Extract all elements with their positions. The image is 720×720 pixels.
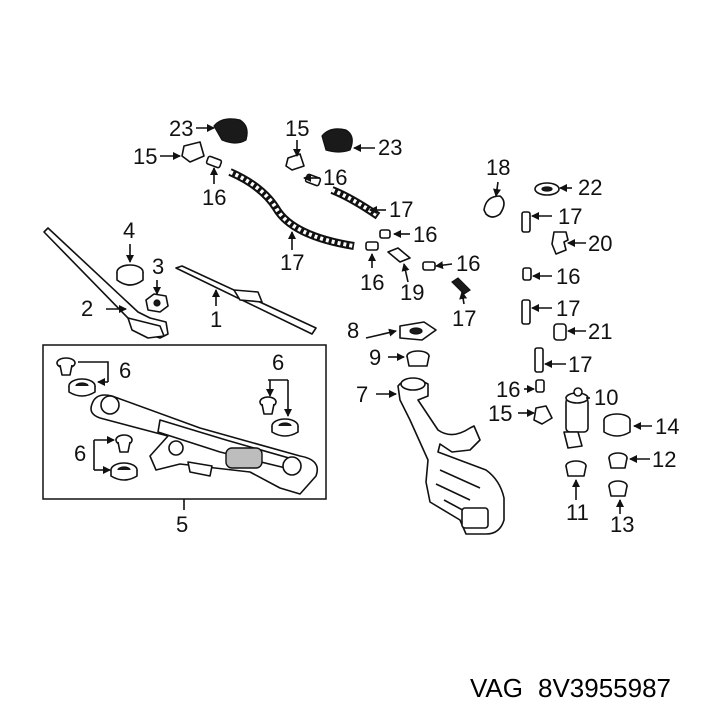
brand-label: VAG bbox=[470, 673, 523, 703]
callout-21: 21 bbox=[588, 319, 612, 344]
connector-20 bbox=[551, 231, 569, 255]
callout-17: 17 bbox=[280, 250, 304, 275]
hose-clip-bracket bbox=[399, 321, 437, 341]
grommet-a bbox=[68, 378, 96, 397]
callout-19: 19 bbox=[400, 280, 424, 305]
hose-clamp bbox=[483, 195, 505, 218]
callout-2: 2 bbox=[81, 296, 93, 321]
part-number: 8V3955987 bbox=[538, 673, 671, 703]
grommet-12 bbox=[608, 452, 628, 469]
callout-3: 3 bbox=[152, 254, 164, 279]
callout-17: 17 bbox=[389, 197, 413, 222]
arm-nut-cap bbox=[116, 264, 144, 286]
callout-15: 15 bbox=[133, 144, 157, 169]
grommet-cap-c bbox=[115, 434, 133, 453]
connector-21 bbox=[553, 323, 567, 341]
callout-15: 15 bbox=[488, 401, 512, 426]
grommet-11 bbox=[565, 460, 587, 477]
part-reference: VAG 8V3955987 bbox=[470, 673, 671, 703]
wiper-linkage bbox=[90, 394, 319, 495]
grommet-cap-a bbox=[56, 357, 76, 376]
callout-16: 16 bbox=[496, 377, 520, 402]
callout-10: 10 bbox=[594, 385, 618, 410]
callout-5: 5 bbox=[176, 512, 188, 537]
callout-17: 17 bbox=[558, 204, 582, 229]
wiper-arm bbox=[43, 227, 169, 339]
callout-16: 16 bbox=[323, 165, 347, 190]
callout-7: 7 bbox=[356, 382, 368, 407]
washer-reservoir bbox=[397, 377, 505, 535]
callout-22: 22 bbox=[578, 175, 602, 200]
grommet-b bbox=[271, 418, 299, 437]
callout-6: 6 bbox=[272, 350, 284, 375]
callout-14: 14 bbox=[655, 414, 679, 439]
washer-pump bbox=[563, 387, 589, 449]
pump-seal-14 bbox=[603, 413, 631, 437]
callout-23: 23 bbox=[169, 116, 193, 141]
callout-12: 12 bbox=[652, 447, 676, 472]
connectors-top bbox=[205, 155, 471, 295]
callout-20: 20 bbox=[588, 231, 612, 256]
hose-main bbox=[228, 168, 355, 250]
arm-nut bbox=[145, 293, 169, 313]
callout-1: 1 bbox=[210, 307, 222, 332]
check-valve bbox=[533, 405, 553, 425]
callout-labels: 23 15 16 15 23 16 17 16 17 16 19 16 17 4… bbox=[74, 116, 679, 537]
callout-8: 8 bbox=[347, 318, 359, 343]
filler-cap bbox=[406, 350, 430, 367]
callout-16: 16 bbox=[360, 270, 384, 295]
washer-nozzle-left bbox=[181, 118, 248, 163]
callout-16: 16 bbox=[202, 185, 226, 210]
grommet-22 bbox=[534, 182, 560, 196]
callout-16: 16 bbox=[556, 264, 580, 289]
callout-18: 18 bbox=[486, 155, 510, 180]
pipe-pieces bbox=[521, 211, 545, 393]
grommet-13 bbox=[608, 480, 628, 497]
callout-16: 16 bbox=[456, 251, 480, 276]
callout-9: 9 bbox=[369, 345, 381, 370]
callout-16: 16 bbox=[413, 222, 437, 247]
callout-11: 11 bbox=[566, 500, 589, 525]
callout-4: 4 bbox=[123, 218, 135, 243]
washer-nozzle-right bbox=[285, 128, 353, 171]
callout-17: 17 bbox=[568, 352, 592, 377]
callout-6: 6 bbox=[119, 358, 131, 383]
callout-6: 6 bbox=[74, 441, 86, 466]
callout-23: 23 bbox=[378, 135, 402, 160]
callout-13: 13 bbox=[610, 512, 634, 537]
wiper-blade bbox=[175, 265, 317, 335]
grommet-cap-b bbox=[259, 396, 277, 415]
hose-right bbox=[330, 186, 381, 220]
callout-15: 15 bbox=[285, 116, 309, 141]
leader-lines bbox=[78, 124, 652, 514]
grommet-c bbox=[110, 462, 138, 481]
callout-17: 17 bbox=[452, 306, 476, 331]
callout-17: 17 bbox=[556, 296, 580, 321]
